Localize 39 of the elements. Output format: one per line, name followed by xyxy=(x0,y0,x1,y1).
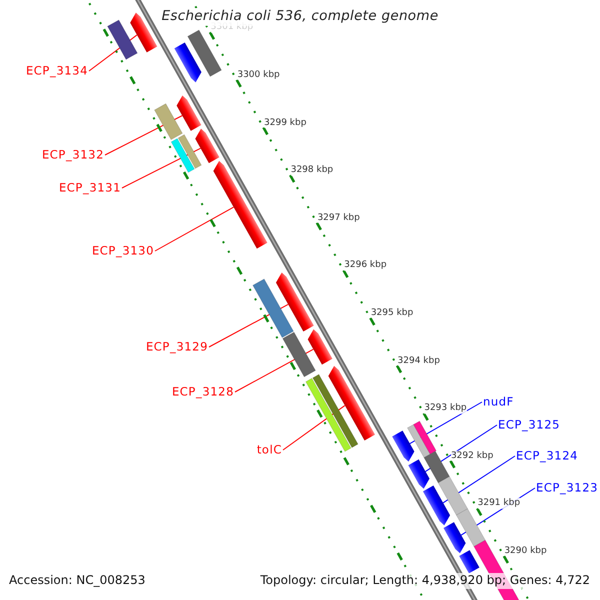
gene-label: ECP_3134 xyxy=(26,64,88,78)
gene-label: ECP_3125 xyxy=(498,418,560,432)
scale-label: 3291 kbp xyxy=(478,498,520,509)
gene-feature xyxy=(130,12,158,52)
gene-label: ECP_3123 xyxy=(536,481,598,495)
gene-feature xyxy=(392,430,414,462)
gene-label: ECP_3129 xyxy=(146,340,208,354)
scale-label: 3292 kbp xyxy=(450,450,494,462)
accession-text: Accession: NC_008253 xyxy=(7,573,148,589)
scale-label: 3296 kbp xyxy=(344,260,387,271)
scale-label: 3290 kbp xyxy=(504,546,547,556)
gene-feature xyxy=(195,128,220,164)
scale-label: 3298 kbp xyxy=(290,165,334,176)
gene-feature xyxy=(444,522,466,554)
gene-label: ECP_3132 xyxy=(42,148,104,162)
scale-label: 3293 kbp xyxy=(424,403,467,414)
leader-line xyxy=(154,206,234,252)
gene-feature xyxy=(213,160,268,249)
gene-label: ECP_3131 xyxy=(58,181,121,195)
gene-feature xyxy=(308,329,332,365)
gene-feature xyxy=(459,550,480,574)
gene-label: ECP_3130 xyxy=(92,244,154,258)
scale-label: 3295 kbp xyxy=(370,308,414,318)
gene-feature xyxy=(276,272,314,332)
gene-label: tolC xyxy=(256,443,282,457)
scale-label: 3300 kbp xyxy=(237,70,280,80)
gene-feature xyxy=(176,95,202,131)
gene-label: ECP_3128 xyxy=(172,385,234,399)
scale-label: 3297 kbp xyxy=(317,212,360,223)
gene-feature xyxy=(408,459,430,489)
leader-line xyxy=(282,405,346,450)
gene-feature xyxy=(422,486,450,526)
scale-label: 3299 kbp xyxy=(264,117,306,128)
gene-label: ECP_3124 xyxy=(516,449,578,463)
gene-feature xyxy=(328,366,375,440)
gene-label: nudF xyxy=(483,395,514,409)
leader-line xyxy=(122,148,202,188)
topology-text: Topology: circular; Length: 4,938,920 bp; Genes: 4,722 xyxy=(258,573,592,589)
gene-feature xyxy=(174,42,202,82)
